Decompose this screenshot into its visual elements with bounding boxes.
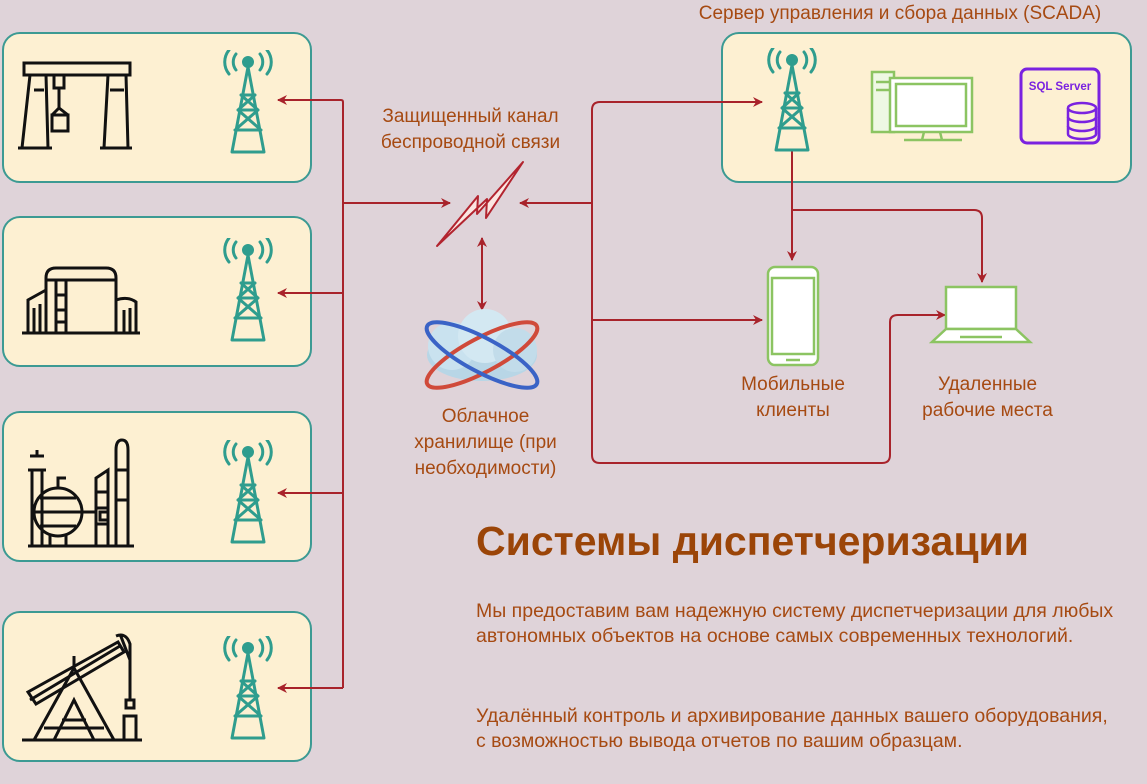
radio-tower-icon: [223, 50, 273, 154]
cloud-storage-label: Облачное хранилище (при необходимости): [414, 406, 557, 479]
intro-paragraph: Мы предоставим вам надежную систему дисп…: [476, 600, 1114, 647]
storage-tanks-icon: [22, 266, 140, 335]
gantry-crane-icon: [18, 61, 132, 150]
desktop-computer-icon: [870, 70, 974, 142]
sql-server-database-icon: SQL Server: [1019, 67, 1101, 145]
refinery-icon: [28, 438, 134, 548]
radio-tower-icon: [223, 440, 273, 544]
page-heading: Системы диспетчеризации: [476, 518, 1029, 564]
connector-lines: [277, 95, 987, 693]
mobile-clients-label: Мобильные клиенты: [741, 374, 845, 421]
features-paragraph: Удалённый контроль и архивирование данны…: [476, 705, 1108, 752]
oil-pump-jack-icon: [22, 633, 142, 742]
lightning-icon: [436, 161, 524, 247]
wireless-channel-label: Защищенный канал беспроводной связи: [380, 106, 561, 153]
remote-workplaces-label: Удаленные рабочие места: [922, 374, 1053, 421]
radio-tower-icon: [223, 238, 273, 342]
laptop-icon: [928, 285, 1034, 344]
radio-tower-icon: [767, 48, 817, 152]
cloud-storage-icon: [424, 309, 540, 390]
sql-server-label: SQL Server: [1029, 81, 1092, 93]
mobile-phone-icon: [766, 265, 820, 367]
scada-server-caption: Сервер управления и сбора данных (SCADA): [698, 3, 1102, 24]
radio-tower-icon: [223, 636, 273, 740]
